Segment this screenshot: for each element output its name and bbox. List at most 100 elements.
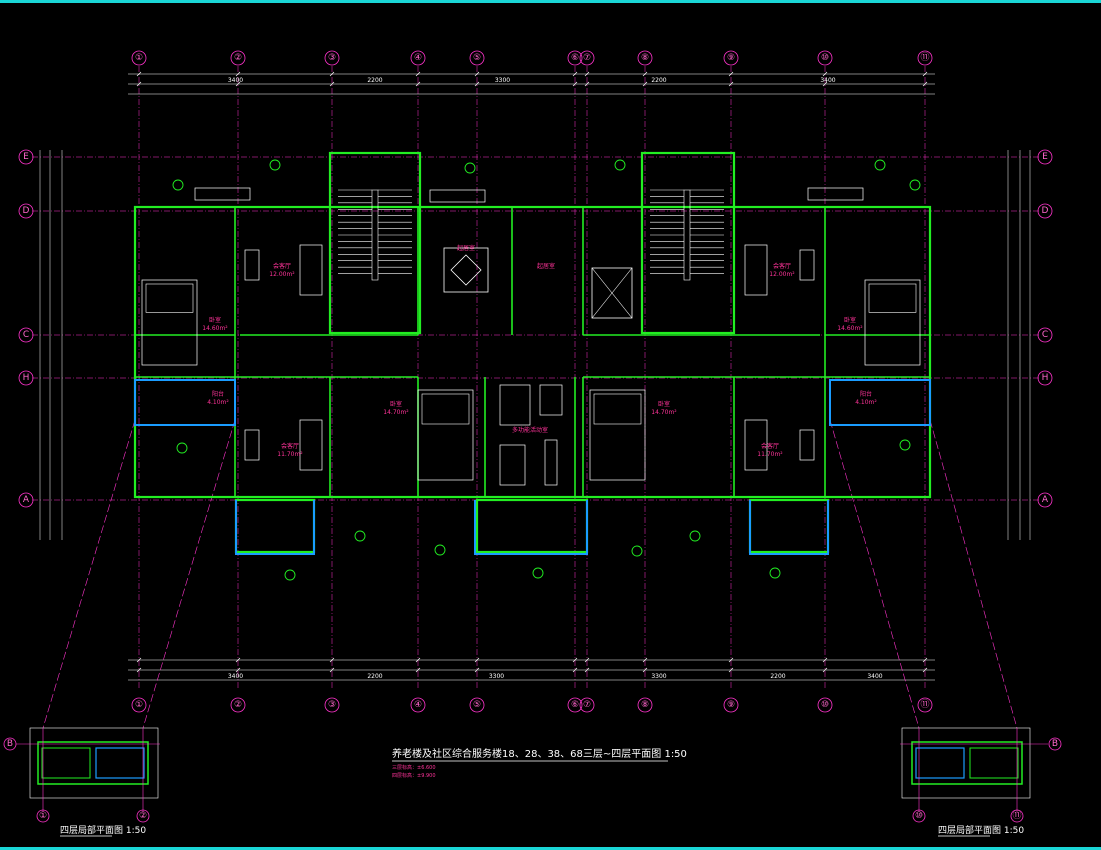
fitness-equipment — [499, 444, 526, 486]
axis-label-top: ⑥ — [571, 53, 579, 63]
sofa — [299, 244, 323, 296]
axis-label-bottom: ④ — [414, 700, 422, 710]
detail-index-circle — [689, 530, 701, 542]
dim-bottom-label: 3400 — [228, 673, 243, 680]
right-detail-plan: ⑩ ⑪ B 四层局部平面图 1:50 — [900, 727, 1062, 837]
dim-tick — [642, 71, 648, 77]
dim-tick — [235, 657, 241, 663]
stair-tower-right — [640, 151, 736, 335]
room-labels: 起居室起居室卧室14.60m²卧室14.60m²会客厅12.00m²会客厅12.… — [202, 244, 877, 458]
room-label: 阳台 — [212, 390, 224, 398]
left-detail-title: 四层局部平面图 1:50 — [60, 824, 146, 836]
axis-label-right: H — [1042, 373, 1049, 383]
detail-index-circle — [354, 530, 366, 542]
leader-right-2 — [929, 419, 1018, 729]
window — [429, 189, 486, 203]
dim-top-label: 3300 — [495, 77, 510, 84]
axis-bubble-top — [917, 50, 933, 66]
room-area: 14.70m² — [383, 409, 409, 416]
axis-bubble-bottom — [230, 697, 246, 713]
window — [194, 187, 251, 201]
axis-label-right: E — [1042, 152, 1048, 162]
detail-index-circle — [284, 569, 296, 581]
dim-tick — [415, 71, 421, 77]
dim-tick — [728, 81, 734, 87]
leader-left-1 — [42, 419, 136, 729]
axis-label-left: E — [23, 152, 29, 162]
sofa — [299, 419, 323, 471]
dim-tick — [822, 71, 828, 77]
axis-label-top: ② — [234, 53, 242, 63]
axis-bubble-bottom — [567, 697, 583, 713]
detail-index-circle — [434, 544, 446, 556]
axis-bubble-left — [18, 203, 34, 219]
detail-index-circle — [909, 179, 921, 191]
balcony-bottom-right — [749, 500, 829, 555]
dim-tick — [572, 71, 578, 77]
detail-index-circle — [532, 567, 544, 579]
dim-tick — [728, 657, 734, 663]
room-label: 会客厅 — [761, 442, 779, 450]
room-area: 14.60m² — [202, 325, 228, 332]
room-label: 会客厅 — [273, 262, 291, 270]
dim-tick — [415, 667, 421, 673]
dim-tick — [415, 657, 421, 663]
axis-label-bottom: ⑧ — [641, 700, 649, 710]
axis-bubble-left — [18, 492, 34, 508]
axis-label-left: A — [23, 495, 30, 505]
left-detail-axis-b: B — [7, 739, 13, 749]
left-detail-plan: ① ② B 四层局部平面图 1:50 — [3, 727, 160, 837]
balcony-bottom-mid — [474, 500, 588, 555]
window — [807, 187, 864, 201]
axis-bubble-left — [18, 327, 34, 343]
axis-label-bottom: ⑤ — [473, 700, 481, 710]
dimension-and-axis-lines — [32, 66, 1040, 729]
room-area: 11.70m² — [277, 451, 303, 458]
room-label: 卧室 — [844, 316, 856, 324]
stair-well — [683, 189, 691, 281]
axis-bubble-top — [579, 50, 595, 66]
axis-label-right: A — [1042, 495, 1049, 505]
bed-pillow — [593, 393, 642, 425]
dim-tick — [329, 71, 335, 77]
axis-bubble-top — [817, 50, 833, 66]
note-line-2: 四层标高：±9.900 — [392, 772, 436, 779]
dim-bottom-label: 3300 — [489, 673, 504, 680]
dim-tick — [474, 71, 480, 77]
dim-tick — [584, 667, 590, 673]
axis-label-top: ⑨ — [727, 53, 735, 63]
room-label: 起居室 — [457, 244, 475, 252]
bed — [417, 389, 474, 481]
axis-bubble-top — [723, 50, 739, 66]
detail-index-circle — [874, 159, 886, 171]
axis-bubble-bottom — [637, 697, 653, 713]
room-area: 12.00m² — [269, 271, 295, 278]
dim-tick — [329, 667, 335, 673]
dim-tick — [922, 71, 928, 77]
balcony-bottom-left — [235, 500, 315, 555]
axis-bubble-top — [324, 50, 340, 66]
bed-pillow — [868, 283, 917, 313]
bottom-frame-bar — [0, 847, 1101, 850]
room-label: 起居室 — [537, 262, 555, 270]
bottom-balcony-left — [234, 498, 316, 554]
bed-pillow — [145, 283, 194, 313]
leader-right-1 — [829, 419, 920, 729]
dim-bottom-label: 3400 — [867, 673, 882, 680]
axis-bubble-bottom — [324, 697, 340, 713]
room-area: 4.10m² — [207, 399, 229, 406]
axis-label-top: ⑤ — [473, 53, 481, 63]
axis-bubble-left — [18, 370, 34, 386]
room-area: 11.70m² — [757, 451, 783, 458]
dim-tick — [572, 81, 578, 87]
axis-bubble-bottom — [723, 697, 739, 713]
dim-tick — [822, 667, 828, 673]
bed — [864, 279, 921, 366]
axis-label-left: H — [23, 373, 30, 383]
room-area: 12.00m² — [769, 271, 795, 278]
axis-bubble-top — [131, 50, 147, 66]
axis-bubble-right — [1037, 370, 1053, 386]
dim-tick — [922, 81, 928, 87]
bed — [141, 279, 198, 366]
